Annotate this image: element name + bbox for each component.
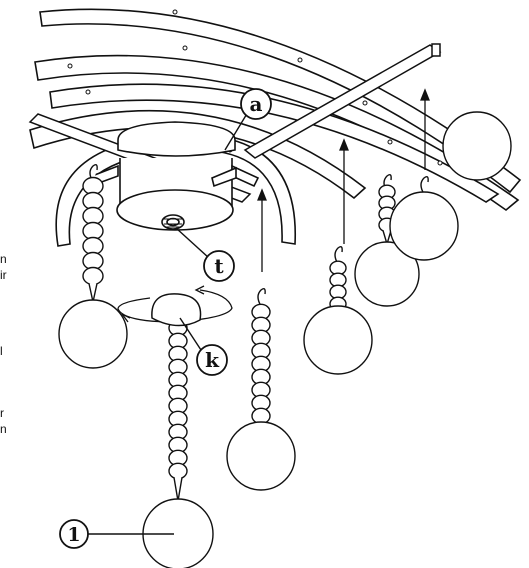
svg-text:k: k bbox=[205, 348, 220, 372]
chain-hook bbox=[420, 175, 429, 195]
pendant-ball bbox=[303, 305, 373, 375]
canopy-plate bbox=[116, 189, 234, 231]
arrow-head bbox=[339, 138, 349, 151]
screw-hole bbox=[182, 45, 188, 51]
thread-lines bbox=[163, 218, 183, 228]
side-text-fragment: n bbox=[0, 252, 7, 266]
ring-rail-1 bbox=[39, 8, 522, 194]
screw-hole bbox=[297, 57, 303, 63]
canopy-upper bbox=[117, 121, 236, 157]
side-text-fragment: ir bbox=[0, 268, 7, 282]
pendant-ball bbox=[226, 421, 296, 491]
pendant-ball bbox=[58, 299, 128, 369]
arrow-head bbox=[257, 188, 267, 201]
chain-bead bbox=[168, 462, 188, 480]
pendant-ball bbox=[389, 191, 459, 261]
chain-hook bbox=[334, 245, 343, 265]
screw-hole bbox=[437, 160, 443, 166]
screw-hole bbox=[85, 89, 91, 95]
ball-connector bbox=[88, 283, 98, 303]
rail-screw-holes bbox=[67, 9, 443, 166]
screw-hole bbox=[362, 100, 368, 106]
ring-rail-3 bbox=[49, 83, 500, 203]
callout-k: k bbox=[179, 317, 228, 376]
chain-hook bbox=[257, 287, 266, 307]
callout-a: a bbox=[224, 88, 272, 151]
callout-t: t bbox=[175, 227, 235, 282]
side-text-fragment: r bbox=[0, 406, 4, 420]
callout-1: 1 bbox=[59, 519, 174, 549]
side-text-fragment: l bbox=[0, 344, 3, 358]
svg-text:t: t bbox=[214, 254, 224, 278]
canopy-arm-back bbox=[211, 166, 237, 188]
svg-text:1: 1 bbox=[67, 524, 80, 546]
insert-arrows bbox=[257, 88, 430, 272]
canopy-assembly bbox=[90, 121, 260, 231]
pendant-ball bbox=[354, 241, 420, 307]
arrow-head bbox=[420, 88, 430, 101]
cross-bar-post bbox=[431, 43, 441, 57]
bead-chains bbox=[58, 111, 512, 568]
pendant-ball bbox=[442, 111, 512, 181]
ring-rail-2 bbox=[34, 54, 520, 212]
side-text-fragment: n bbox=[0, 422, 7, 436]
chain-bead bbox=[82, 266, 104, 286]
svg-text:a: a bbox=[250, 92, 263, 116]
chain-cap bbox=[151, 293, 202, 327]
ball-connector bbox=[173, 477, 183, 502]
screw-hole bbox=[172, 9, 178, 15]
screw-hole bbox=[387, 139, 393, 145]
screw-hole bbox=[67, 63, 73, 69]
